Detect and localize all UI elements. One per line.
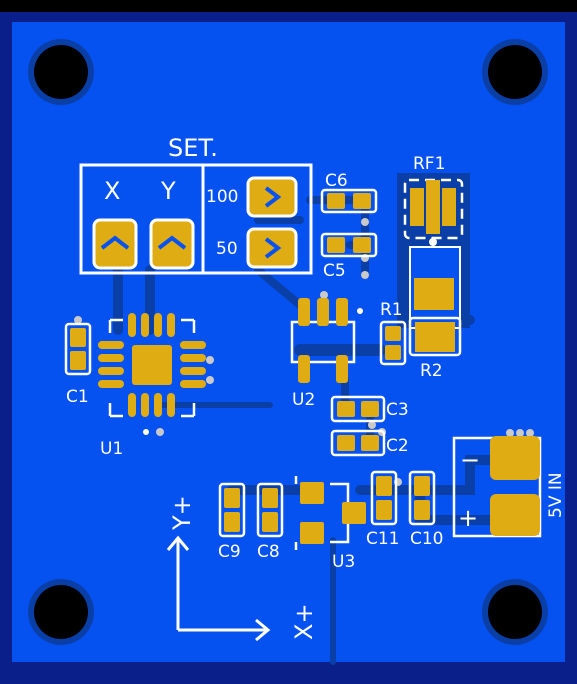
resistor-r2: R2 (408, 316, 462, 381)
r1-label: R1 (380, 300, 403, 320)
rf1-label: RF1 (413, 154, 445, 174)
option-100-pad[interactable] (246, 176, 298, 218)
y-plus-label: Y+ (168, 495, 196, 531)
c8-label: C8 (257, 542, 280, 562)
regulator-u3: U3 (294, 476, 366, 572)
option-100-label: 100 (206, 187, 238, 207)
y-jumper-label: Y (160, 177, 176, 205)
copper-pour (12, 22, 565, 662)
u1-top-pins (128, 313, 175, 337)
u2-label: U2 (292, 390, 315, 410)
power-plus-pad[interactable] (490, 494, 540, 536)
resistor-r1: R1 (379, 300, 407, 366)
power-minus-pad[interactable] (490, 436, 540, 480)
u3-label: U3 (332, 552, 355, 572)
rf1-footprint: RF1 (397, 154, 470, 329)
power-minus-label: − (460, 446, 480, 474)
u1-left-pins (98, 341, 124, 388)
power-input-connector: − + 5V IN (452, 436, 566, 538)
capacitor-c5: C5 (320, 232, 378, 281)
capacitor-c2: C2 (330, 429, 409, 457)
u1-bottom-pins (128, 393, 175, 417)
c5-label: C5 (323, 261, 346, 281)
capacitor-c6: C6 (320, 171, 378, 214)
capacitor-c8: C8 (256, 482, 284, 562)
power-plus-label: + (458, 504, 478, 532)
r2-label: R2 (420, 361, 443, 381)
c3-label: C3 (386, 400, 409, 420)
c10-label: C10 (410, 529, 444, 549)
u1-label: U1 (100, 439, 123, 459)
ic-u2: U2 (290, 298, 363, 410)
c9-label: C9 (218, 542, 241, 562)
capacitor-c1: C1 (64, 322, 92, 407)
mounting-holes (28, 39, 548, 645)
capacitor-c11: C11 (366, 470, 400, 549)
x-jumper-pad[interactable] (92, 218, 138, 270)
c1-label: C1 (66, 387, 89, 407)
axis-indicator: Y+ X+ (166, 495, 318, 642)
c2-label: C2 (386, 436, 409, 456)
c11-label: C11 (366, 529, 400, 549)
x-jumper-label: X (104, 177, 120, 205)
option-50-label: 50 (216, 239, 238, 259)
power-label: 5V IN (546, 472, 566, 518)
set-jumper-block: SET. X Y 100 50 (79, 134, 313, 275)
capacitor-c3: C3 (330, 395, 409, 423)
ic-u1: U1 (98, 313, 206, 459)
capacitor-c10: C10 (408, 470, 444, 549)
option-50-pad[interactable] (246, 227, 298, 269)
set-title: SET. (168, 134, 218, 162)
capacitor-c9: C9 (218, 482, 246, 562)
u1-right-pins (180, 341, 206, 388)
x-plus-label: X+ (290, 603, 318, 640)
y-jumper-pad[interactable] (149, 218, 195, 270)
c6-label: C6 (325, 171, 348, 191)
